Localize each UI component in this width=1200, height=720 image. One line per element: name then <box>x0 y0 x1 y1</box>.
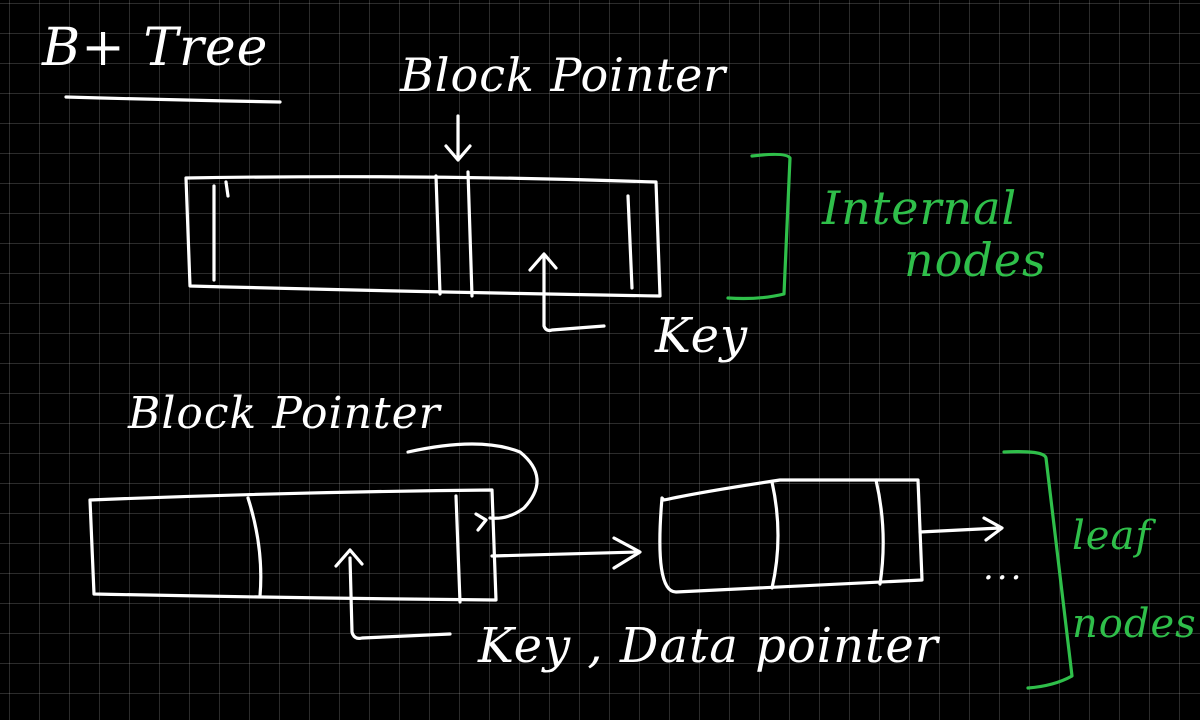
internal-node-pointer-cell <box>434 170 474 298</box>
leaf-node-1-small-mark <box>474 512 488 532</box>
leaf-node-1-pointer-cell <box>454 494 462 604</box>
internal-label-line2: nodes <box>904 233 1047 287</box>
internal-label-line1: Internal <box>822 181 1018 235</box>
internal-nodes-label: Internal nodes <box>822 182 1047 286</box>
leaf-node-2-divider-1 <box>770 480 780 590</box>
internal-node-outline <box>184 175 662 298</box>
leaf-label-line2: nodes <box>1072 601 1197 647</box>
block-pointer-loop <box>406 442 539 520</box>
top-block-pointer-label: Block Pointer <box>400 48 727 102</box>
internal-nodes-bracket <box>726 152 792 301</box>
key-data-pointer-label: Key , Data pointer <box>478 618 939 674</box>
key-arrow <box>528 252 606 333</box>
key-label: Key <box>655 308 749 364</box>
key-data-arrow <box>334 548 452 640</box>
page-title: B+ Tree <box>42 18 269 78</box>
leaf-node-2 <box>658 478 924 594</box>
top-pointer-arrow <box>444 114 472 162</box>
leaf-node-2-outline <box>658 478 924 594</box>
internal-node-left-divider <box>212 180 230 282</box>
leaf-node-2-divider-2 <box>874 478 885 586</box>
trailing-arrow <box>918 516 1004 542</box>
leaf-node-1 <box>88 488 498 604</box>
leaf-block-pointer-label: Block Pointer <box>128 388 441 439</box>
leaf-nodes-bracket <box>1002 450 1074 690</box>
leaf-node-1-outline <box>88 488 498 602</box>
leaf-label-line1: leaf <box>1072 513 1152 559</box>
leaf-node-1-divider-1 <box>246 496 263 598</box>
title-underline <box>64 95 282 104</box>
next-leaf-arrow <box>490 536 642 570</box>
leaf-nodes-label: leaf nodes <box>1072 492 1197 668</box>
internal-node <box>184 170 662 298</box>
internal-node-right-divider <box>626 194 634 290</box>
more-leaves-ellipsis: ... <box>983 548 1025 588</box>
